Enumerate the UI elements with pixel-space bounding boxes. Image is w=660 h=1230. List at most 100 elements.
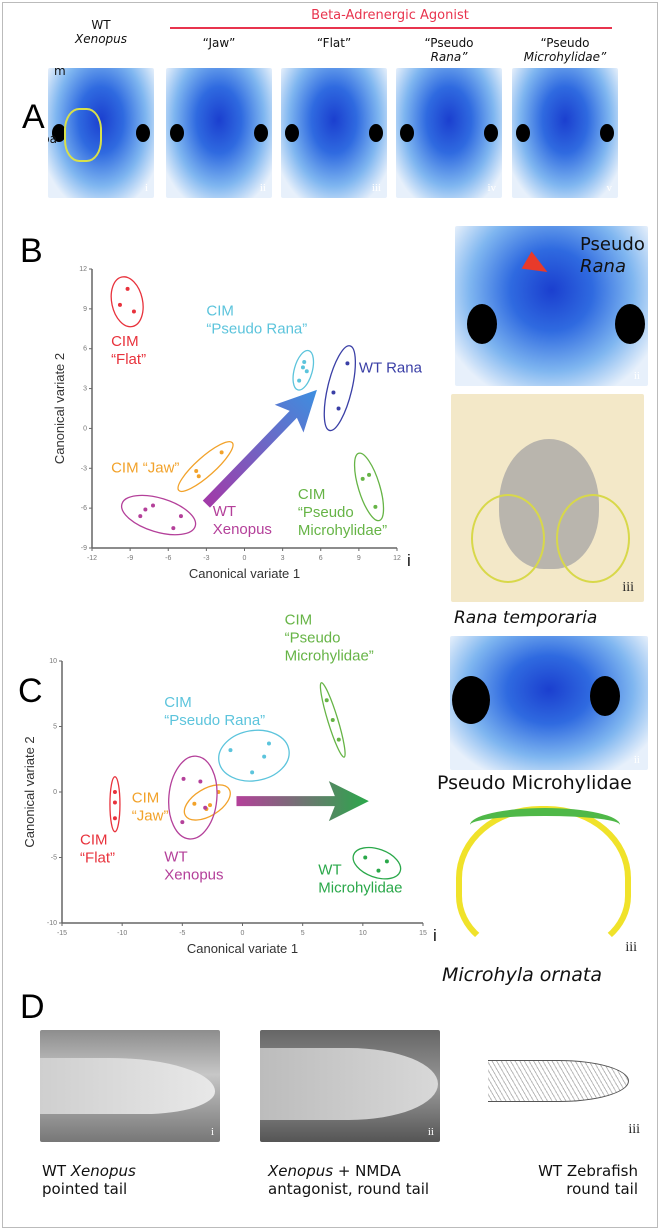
data-point xyxy=(250,770,255,775)
series-label: “Pseudo xyxy=(298,504,354,521)
confidence-ellipse xyxy=(218,729,290,782)
x-tick-label: 12 xyxy=(393,555,401,562)
data-point xyxy=(196,474,201,479)
data-point xyxy=(208,803,213,808)
series-label: CIM “Jaw” xyxy=(111,459,179,476)
confidence-ellipse xyxy=(177,440,234,493)
series-label: WT xyxy=(213,503,236,520)
x-axis-label: Canonical variate 1 xyxy=(189,566,300,581)
series-label: “Pseudo xyxy=(285,629,341,646)
tail-image-i: i xyxy=(40,1030,220,1142)
caption-d-i: WT Xenopus pointed tail xyxy=(42,1162,136,1198)
microhyla-ornata-drawing: iii xyxy=(450,800,645,960)
pseudo-rana-title1: Pseudo xyxy=(580,234,645,255)
numeral: ii xyxy=(633,370,640,382)
eye-right xyxy=(254,124,268,142)
x-tick-label: -15 xyxy=(57,930,67,937)
data-point xyxy=(297,378,302,383)
series-label: WT xyxy=(164,848,187,865)
eye-right xyxy=(615,304,645,344)
y-tick-label: -5 xyxy=(51,855,57,862)
x-tick-label: 0 xyxy=(243,555,247,562)
confidence-ellipse xyxy=(353,452,385,522)
data-point xyxy=(117,302,122,307)
series-label: CIM xyxy=(206,303,234,320)
x-tick-label: 3 xyxy=(281,555,285,562)
y-tick-label: 0 xyxy=(83,425,87,432)
y-axis-label: Canonical variate 2 xyxy=(52,353,67,464)
x-tick-label: -5 xyxy=(179,930,185,937)
series-label: Xenopus xyxy=(213,521,272,538)
panel-c-label: C xyxy=(18,672,43,710)
series-label: CIM xyxy=(298,486,326,503)
series-label: CIM xyxy=(132,789,160,806)
x-tick-label: 9 xyxy=(357,555,361,562)
arrowhead-icon xyxy=(521,251,553,281)
data-point xyxy=(131,309,136,314)
eye-left xyxy=(400,124,414,142)
x-tick-label: -10 xyxy=(117,930,127,937)
data-point xyxy=(228,748,233,753)
panel-a-label: A xyxy=(22,98,45,136)
series-label: Microhylidae” xyxy=(298,522,387,539)
y-tick-label: 10 xyxy=(49,658,57,665)
data-point xyxy=(376,868,381,873)
pseudo-microhylidae-caption: Pseudo Microhylidae xyxy=(437,772,632,794)
confidence-ellipse xyxy=(352,846,402,880)
series-label: Microhylidae” xyxy=(285,647,374,664)
data-point xyxy=(181,776,186,781)
data-point xyxy=(194,468,199,473)
mark-m: m xyxy=(54,68,66,78)
x-tick-label: -12 xyxy=(87,555,97,562)
numeral: iii xyxy=(371,182,381,194)
confidence-ellipse xyxy=(110,276,144,328)
data-point xyxy=(178,514,183,519)
series-label: “Flat” xyxy=(80,849,115,866)
eye-right xyxy=(484,124,498,142)
data-point xyxy=(143,507,148,512)
tadpole-image-2: ii xyxy=(166,68,272,198)
y-tick-label: -9 xyxy=(81,545,87,552)
data-point xyxy=(138,514,143,519)
x-tick-label: 15 xyxy=(419,930,427,937)
pseudo-rana-image: Pseudo Rana ii xyxy=(455,226,648,386)
series-label: Xenopus xyxy=(164,866,223,883)
numeral: iv xyxy=(487,182,496,194)
series-label: “Flat” xyxy=(111,351,146,368)
tadpole-image-4: iv xyxy=(396,68,502,198)
x-tick-label: 6 xyxy=(319,555,323,562)
agonist-banner: Beta-Adrenergic Agonist xyxy=(311,8,469,23)
eye-right xyxy=(136,124,150,142)
numeral: i xyxy=(144,182,148,194)
data-point xyxy=(363,855,368,860)
data-point xyxy=(336,737,341,742)
confidence-ellipse xyxy=(319,682,346,758)
numeral: iii xyxy=(628,1122,640,1137)
confidence-ellipse xyxy=(323,345,357,432)
data-point xyxy=(324,698,329,703)
confidence-ellipse xyxy=(168,755,218,840)
y-tick-label: -3 xyxy=(81,465,87,472)
confidence-ellipse xyxy=(183,784,231,821)
numeral: iii xyxy=(625,940,637,955)
numeral: ii xyxy=(427,1126,434,1138)
data-point xyxy=(203,805,208,810)
data-point xyxy=(360,476,365,481)
y-tick-label: 6 xyxy=(83,346,87,353)
data-point xyxy=(266,741,271,746)
tadpole-image-1: i m ba xyxy=(48,68,154,198)
x-tick-label: 10 xyxy=(359,930,367,937)
data-point xyxy=(112,800,117,805)
mark-ba: ba xyxy=(48,132,57,146)
y-tick-label: 12 xyxy=(79,266,87,273)
series-label: WT Rana xyxy=(359,360,423,377)
tadpole-image-3: iii xyxy=(281,68,387,198)
eye-left xyxy=(516,124,530,142)
agonist-banner-line xyxy=(170,27,612,29)
caption-d-iii: WT Zebrafish round tail xyxy=(538,1162,638,1198)
y-tick-label: 3 xyxy=(83,386,87,393)
